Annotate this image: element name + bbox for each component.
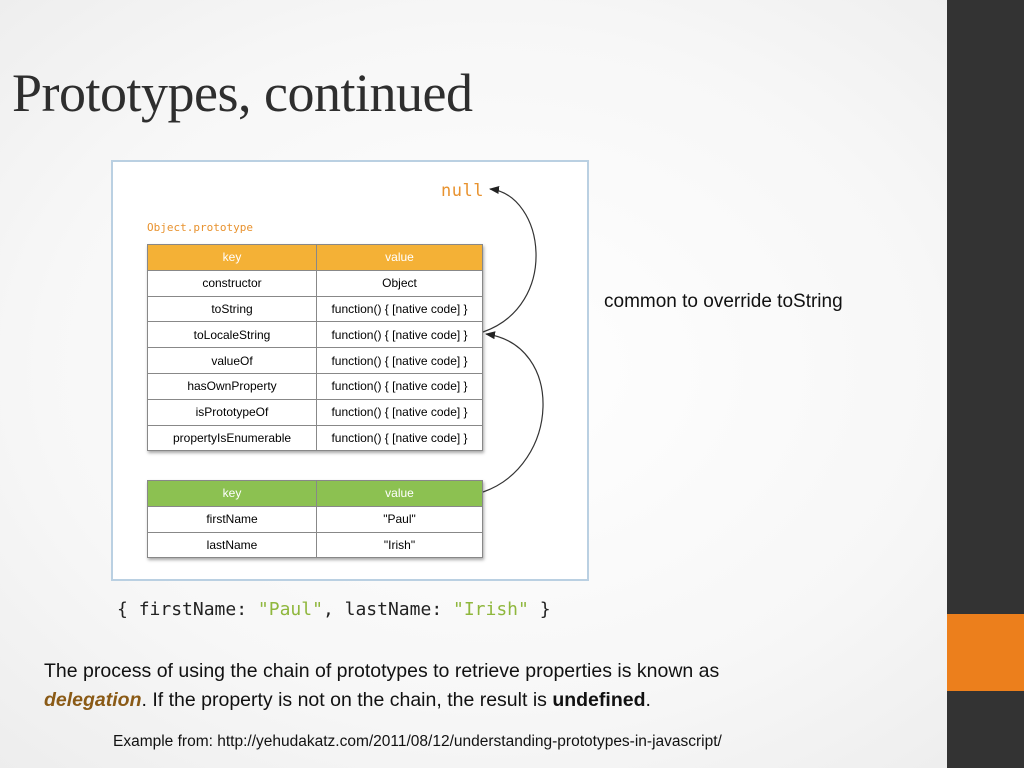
value-cell: "Irish" <box>316 531 483 559</box>
key-cell: firstName <box>147 505 317 533</box>
code-open: { <box>117 599 139 620</box>
source-citation: Example from: http://yehudakatz.com/2011… <box>113 733 722 750</box>
table-row: propertyIsEnumerable function() { [nativ… <box>147 424 483 452</box>
key-cell: isPrototypeOf <box>147 398 317 426</box>
body-part1: The process of using the chain of protot… <box>44 660 720 682</box>
object-prototype-table: key value constructor Object toString fu… <box>147 244 483 452</box>
key-cell: constructor <box>147 269 317 297</box>
object-literal-code: { firstName: "Paul", lastName: "Irish" } <box>117 599 551 620</box>
null-label: null <box>441 181 484 201</box>
arrow-object-to-proto <box>482 331 544 493</box>
object-instance-table: key value firstName "Paul" lastName "Iri… <box>147 480 483 559</box>
undefined-term: undefined <box>552 689 646 711</box>
key-cell: toString <box>147 295 317 323</box>
value-cell: function() { [native code] } <box>316 398 483 426</box>
key-header: key <box>147 244 317 271</box>
side-note: common to override toString <box>604 291 843 312</box>
arrow-proto-to-null <box>482 186 537 333</box>
value-cell: function() { [native code] } <box>316 424 483 452</box>
table-row: constructor Object <box>147 269 483 297</box>
table-header-row: key value <box>147 244 483 271</box>
value-cell: "Paul" <box>316 505 483 533</box>
body-paragraph: The process of using the chain of protot… <box>44 657 924 715</box>
table-header-row: key value <box>147 480 483 507</box>
body-part3: . <box>645 689 651 711</box>
key-cell: propertyIsEnumerable <box>147 424 317 452</box>
delegation-term: delegation <box>44 689 142 711</box>
table-row: isPrototypeOf function() { [native code]… <box>147 398 483 426</box>
key-cell: hasOwnProperty <box>147 372 317 400</box>
value-cell: Object <box>316 269 483 297</box>
value-cell: function() { [native code] } <box>316 295 483 323</box>
code-value-paul: "Paul" <box>257 599 323 620</box>
table-row: toString function() { [native code] } <box>147 295 483 323</box>
sidebar-accent-block <box>947 614 1024 691</box>
code-separator: , <box>322 599 345 620</box>
code-close: } <box>528 599 551 620</box>
slide-title: Prototypes, continued <box>12 63 473 123</box>
table-row: lastName "Irish" <box>147 531 483 559</box>
table-row: valueOf function() { [native code] } <box>147 347 483 374</box>
value-header: value <box>316 244 483 271</box>
table-row: firstName "Paul" <box>147 505 483 533</box>
key-cell: lastName <box>147 531 317 559</box>
body-part2: . If the property is not on the chain, t… <box>141 689 553 711</box>
object-prototype-label: Object.prototype <box>147 221 253 234</box>
value-header: value <box>316 480 483 507</box>
code-value-irish: "Irish" <box>453 599 529 620</box>
key-cell: valueOf <box>147 347 317 374</box>
code-key-firstname: firstName: <box>138 599 258 620</box>
value-cell: function() { [native code] } <box>316 347 483 374</box>
code-key-lastname: lastName: <box>344 599 453 620</box>
